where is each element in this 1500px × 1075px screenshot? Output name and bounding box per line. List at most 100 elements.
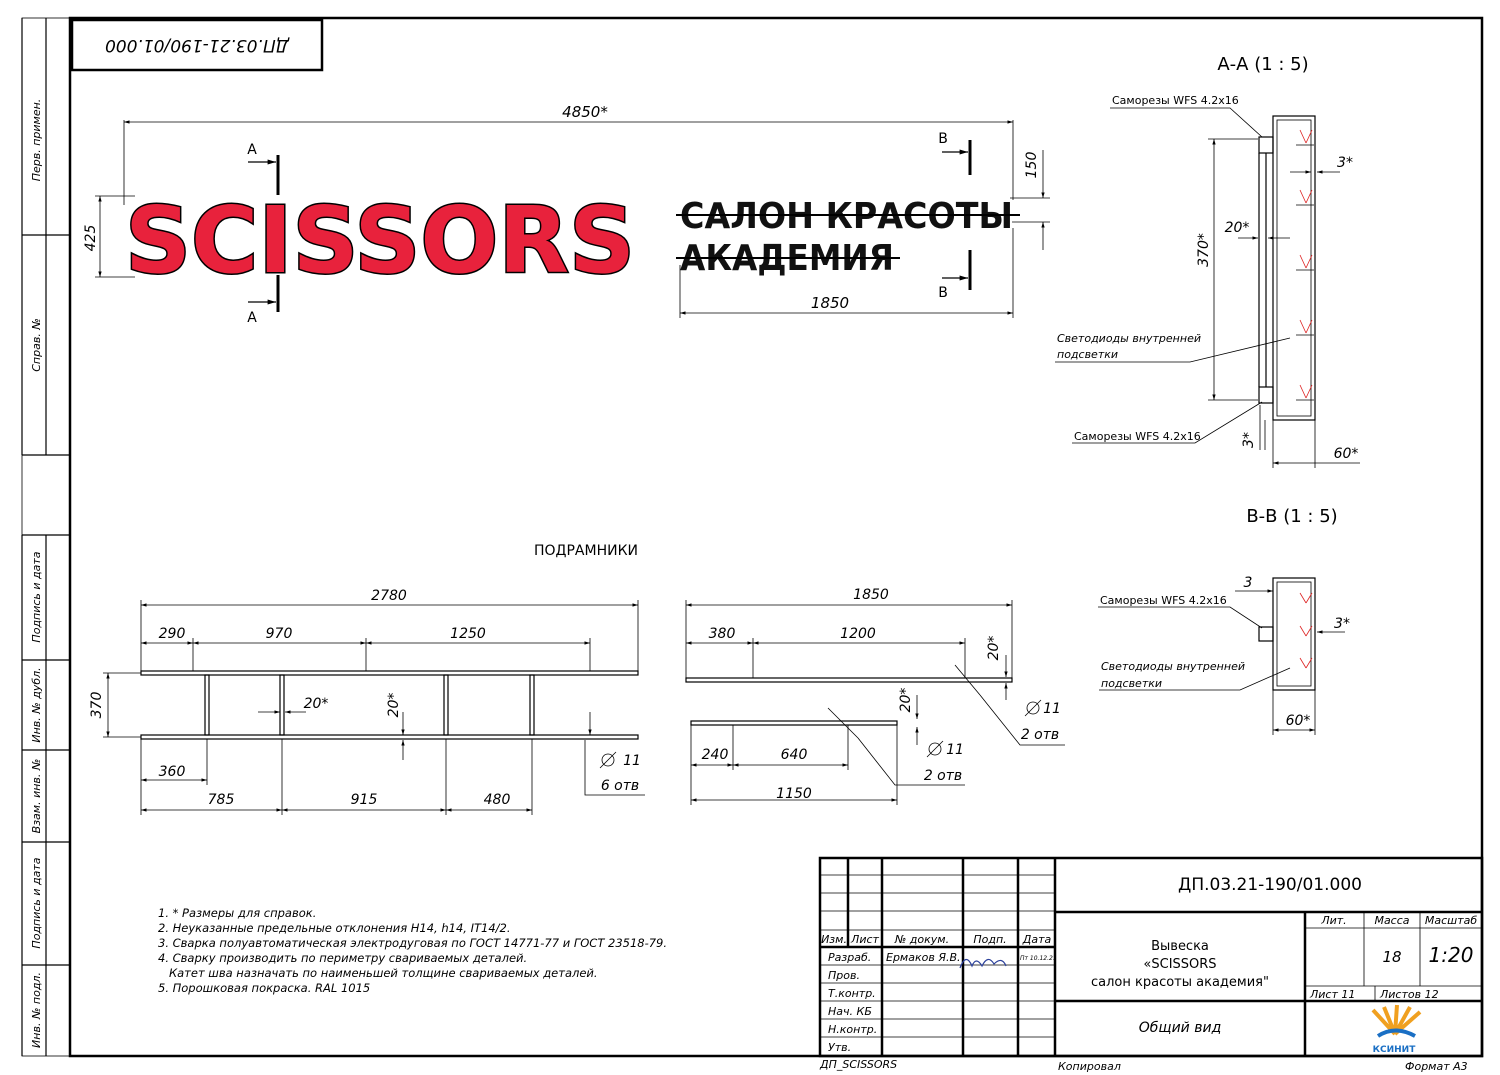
aa-dim-3b: 3* — [1241, 432, 1257, 448]
dim-height: 425 — [83, 225, 99, 252]
f1-d20a: 20* — [304, 696, 329, 712]
dim-offset: 150 — [1024, 152, 1040, 179]
subframe-3: 20* 240 640 1150 11 2 отв — [690, 688, 965, 805]
aa-dim-20: 20* — [1225, 220, 1250, 236]
bb-led-2: подсветки — [1101, 677, 1162, 690]
f3-d20: 20* — [898, 688, 914, 713]
tb-h-podp: Подп. — [973, 933, 1006, 946]
tb-nach: Нач. КБ — [828, 1005, 872, 1018]
aa-screw-top: Саморезы WFS 4.2х16 — [1112, 94, 1239, 107]
bb-screw: Саморезы WFS 4.2х16 — [1100, 594, 1227, 607]
f1-total: 2780 — [371, 588, 407, 604]
bb-dim-3: 3 — [1244, 575, 1253, 591]
tb-prov: Пров. — [828, 969, 860, 982]
note-6: 5. Порошковая покраска. RAL 1015 — [158, 981, 370, 995]
f1-d480: 480 — [484, 792, 511, 808]
tb-masshtab: Масштаб — [1425, 914, 1477, 927]
top-code-box — [70, 18, 324, 72]
subframes-title: ПОДРАМНИКИ — [534, 543, 638, 559]
logo-text: SCISSORS — [125, 187, 635, 294]
f1-holes: 6 отв — [601, 778, 639, 794]
section-a-top: А — [247, 142, 257, 158]
tb-nkontr: Н.контр. — [828, 1023, 877, 1036]
tb-view: Общий вид — [1139, 1020, 1222, 1036]
bb-dim-3s: 3* — [1334, 616, 1350, 632]
sidebar-vzam-inv: Взам. инв. № — [30, 759, 43, 834]
aa-dim-60: 60* — [1334, 446, 1359, 462]
dim-total: 4850* — [562, 103, 608, 121]
aa-led-2: подсветки — [1057, 348, 1118, 361]
subframe-2: 1850 380 1200 20* 11 2 отв — [685, 587, 1065, 746]
f2-hole: 11 — [1043, 701, 1061, 717]
signature — [959, 958, 1007, 969]
tb-razrab-date: Пт 10.12.21 — [1020, 955, 1057, 962]
tb-scale-val: 1:20 — [1429, 943, 1474, 967]
tb-h-data: Дата — [1022, 933, 1052, 946]
tb-razrab-name: Ермаков Я.В. — [886, 951, 961, 964]
title-block: ДП.03.21-190/01.000 Вывеска «SCISSORS са… — [818, 856, 1484, 1058]
note-2: 2. Неуказанные предельные отклонения Н14… — [158, 921, 511, 935]
sidebar-inv-dubl: Инв. № дубл. — [30, 667, 43, 742]
sign-line-1: САЛОН КРАСОТЫ — [680, 196, 1013, 237]
footer-copied: Копировал — [1058, 1060, 1121, 1073]
f3-holes: 2 отв — [924, 768, 962, 784]
aa-dim-370: 370* — [1196, 233, 1212, 267]
sidebar-inv-podl: Инв. № подл. — [30, 972, 43, 1048]
f2-d20: 20* — [986, 636, 1002, 661]
footer-format: Формат А3 — [1405, 1060, 1468, 1073]
tb-h-izm: Изм. — [821, 933, 847, 946]
aa-led-1: Светодиоды внутренней — [1057, 332, 1201, 345]
f2-d380: 380 — [709, 626, 736, 642]
f3-d240: 240 — [702, 747, 729, 763]
tb-code: ДП.03.21-190/01.000 — [1178, 875, 1362, 895]
f1-hole: 11 — [623, 753, 641, 769]
f3-hole: 11 — [946, 742, 964, 758]
tb-name-1: Вывеска — [1151, 939, 1209, 954]
sidebar-sprav: Справ. № — [30, 318, 43, 372]
aa-screw-bottom: Саморезы WFS 4.2х16 — [1074, 430, 1201, 443]
tb-utv: Утв. — [828, 1041, 851, 1054]
f1-d360: 360 — [159, 764, 186, 780]
f1-d785: 785 — [208, 792, 235, 808]
f3-d640: 640 — [781, 747, 808, 763]
subframe-1: 2780 290 970 1250 370 20* 20* 11 6 отв 3… — [89, 588, 645, 815]
main-view: 4850* 425 150 1850 А А В В SCISSORS — [83, 103, 1050, 326]
f1-d915: 915 — [351, 792, 378, 808]
footer-file: ДП_SCISSORS — [819, 1058, 897, 1071]
dim-text-width: 1850 — [811, 294, 849, 312]
company-logo: КСИНИТ — [1371, 1004, 1422, 1055]
tb-listov: Листов 12 — [1379, 988, 1439, 1001]
tb-razrab: Разраб. — [828, 951, 871, 964]
note-4: 4. Сварку производить по периметру свари… — [158, 951, 527, 965]
f1-d290: 290 — [159, 626, 186, 642]
sidebar-perv-primen: Перв. примен. — [30, 99, 43, 182]
tb-massa-val: 18 — [1382, 948, 1401, 966]
section-bb-title: В-В (1 : 5) — [1246, 506, 1337, 527]
inner-frame — [68, 16, 1484, 1058]
sidebar-podpis-2: Подпись и дата — [30, 857, 43, 948]
tb-lit: Лит. — [1320, 914, 1346, 927]
f2-d1200: 1200 — [840, 626, 876, 642]
section-b-top: В — [938, 131, 948, 147]
note-5: Катет шва назначать по наименьшей толщин… — [158, 966, 598, 980]
section-b-bottom: В — [938, 285, 948, 301]
note-3: 3. Сварка полуавтоматическая электродуго… — [158, 936, 667, 950]
notes: 1. * Размеры для справок. 2. Неуказанные… — [158, 906, 667, 995]
f2-holes: 2 отв — [1021, 727, 1059, 743]
aa-dim-3a: 3* — [1337, 155, 1353, 171]
section-aa: А-А (1 : 5) Саморезы WFS 4.2х16 Саморезы… — [1055, 54, 1360, 468]
f1-d970: 970 — [266, 626, 293, 642]
outer-frame — [21, 17, 1483, 1057]
section-a-bottom: А — [247, 310, 257, 326]
tb-tkontr: Т.контр. — [828, 987, 876, 1000]
tb-name-3: салон красоты академия" — [1091, 975, 1269, 990]
section-aa-title: А-А (1 : 5) — [1217, 54, 1308, 75]
tb-h-doc: № докум. — [894, 933, 949, 946]
section-bb: В-В (1 : 5) Саморезы WFS 4.2х16 Светодио… — [1098, 506, 1350, 735]
f3-d1150: 1150 — [776, 786, 812, 802]
tb-name-2: «SCISSORS — [1143, 957, 1216, 972]
f2-total: 1850 — [853, 587, 889, 603]
top-code-text: ДП.03.21-190/01.000 — [105, 35, 290, 55]
note-1: 1. * Размеры для справок. — [158, 906, 316, 920]
